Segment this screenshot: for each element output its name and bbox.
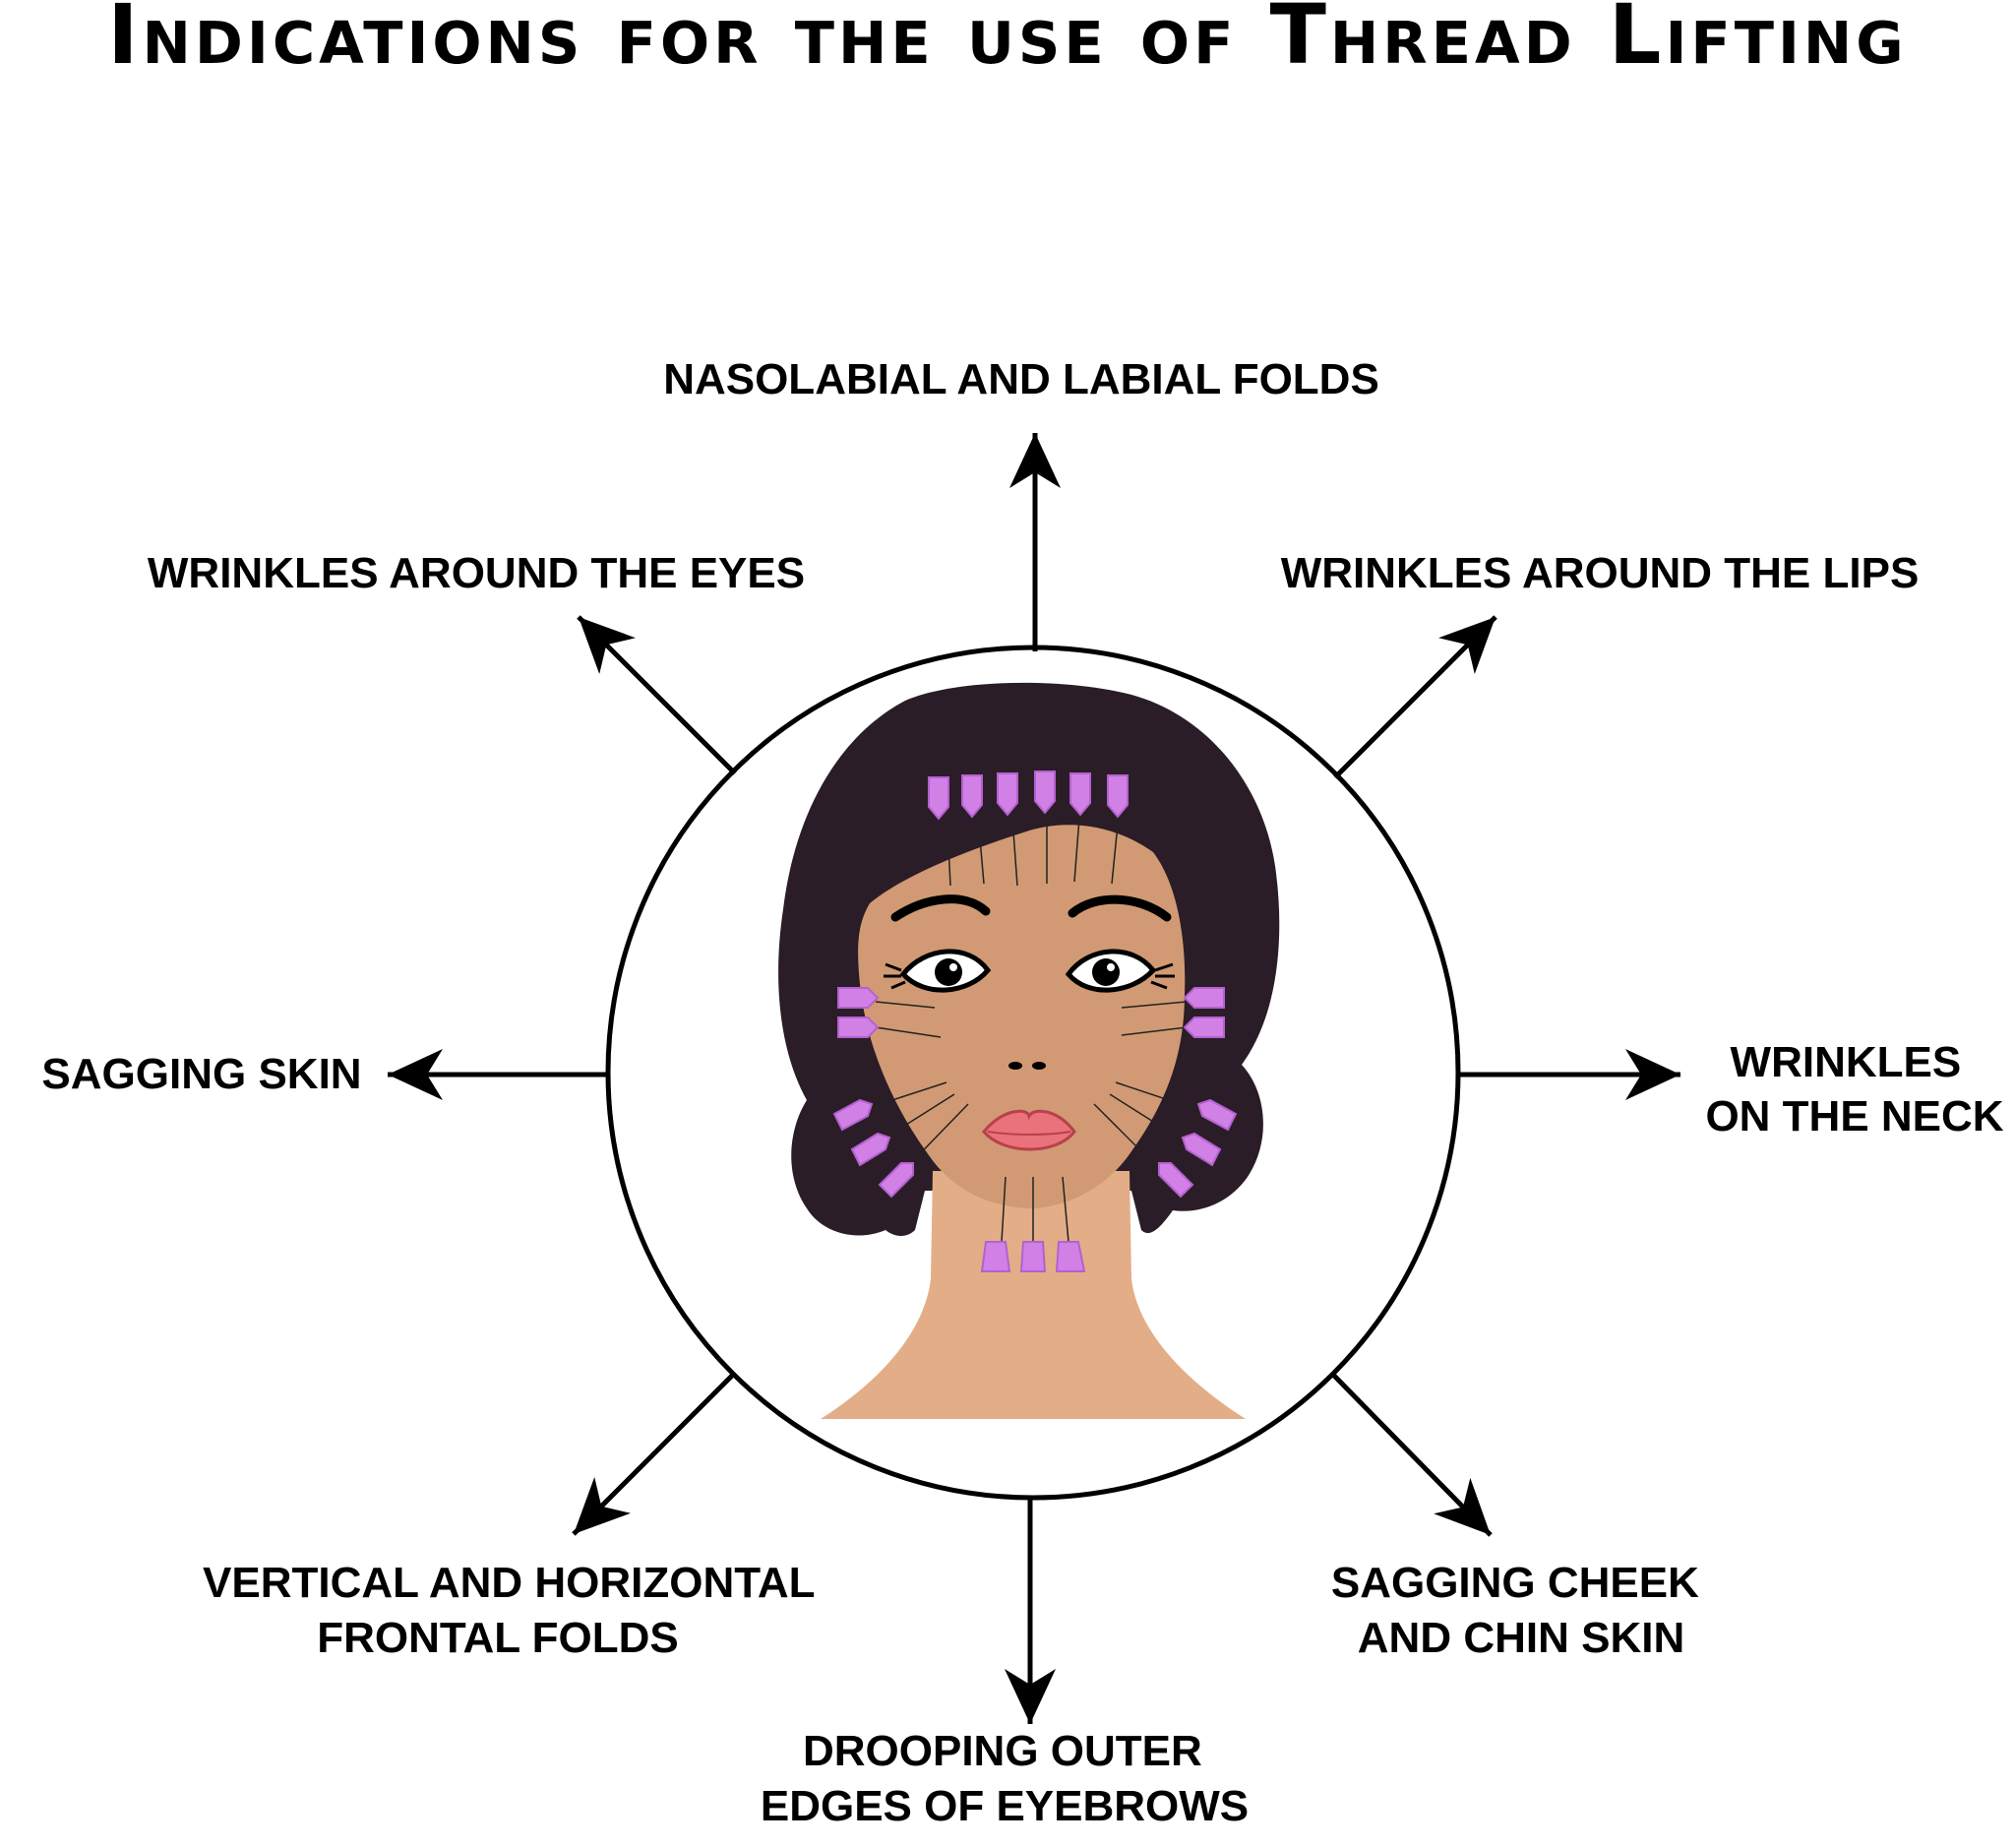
left-eye <box>884 949 992 993</box>
nose <box>1008 1062 1046 1070</box>
page-title: Indications for the use of Thread Liftin… <box>107 0 1907 83</box>
label-frontal-folds: VERTICAL AND HORIZONTAL FRONTAL FOLDS <box>203 1559 826 1662</box>
label-nasolabial-folds: NASOLABIAL AND LABIAL FOLDS <box>663 355 1379 403</box>
arrows <box>388 433 1680 1724</box>
label-wrinkles-neck: WRINKLES ON THE NECK <box>1705 1038 2003 1140</box>
label-sagging-cheek: SAGGING CHEEK AND CHIN SKIN <box>1331 1559 1711 1662</box>
arrow-icon <box>572 1374 734 1536</box>
label-wrinkles-lips: WRINKLES AROUND THE LIPS <box>1281 549 1920 597</box>
label-wrinkles-eyes: WRINKLES AROUND THE EYES <box>148 549 805 597</box>
left-eyebrow <box>890 894 991 922</box>
face-illustration <box>778 682 1280 1419</box>
label-drooping-eyebrows: DROOPING OUTER EDGES OF EYEBROWS <box>761 1727 1249 1830</box>
right-eye <box>1065 949 1175 993</box>
label-sagging-skin: SAGGING SKIN <box>41 1050 361 1098</box>
arrow-icon <box>1332 1374 1493 1537</box>
neck <box>821 1171 1246 1419</box>
threads <box>855 804 1205 1243</box>
right-eyebrow <box>1068 894 1172 922</box>
thread-caps <box>832 770 1238 1272</box>
lips <box>982 1109 1076 1151</box>
arrow-icon <box>1333 615 1497 779</box>
arrow-icon <box>577 615 737 775</box>
